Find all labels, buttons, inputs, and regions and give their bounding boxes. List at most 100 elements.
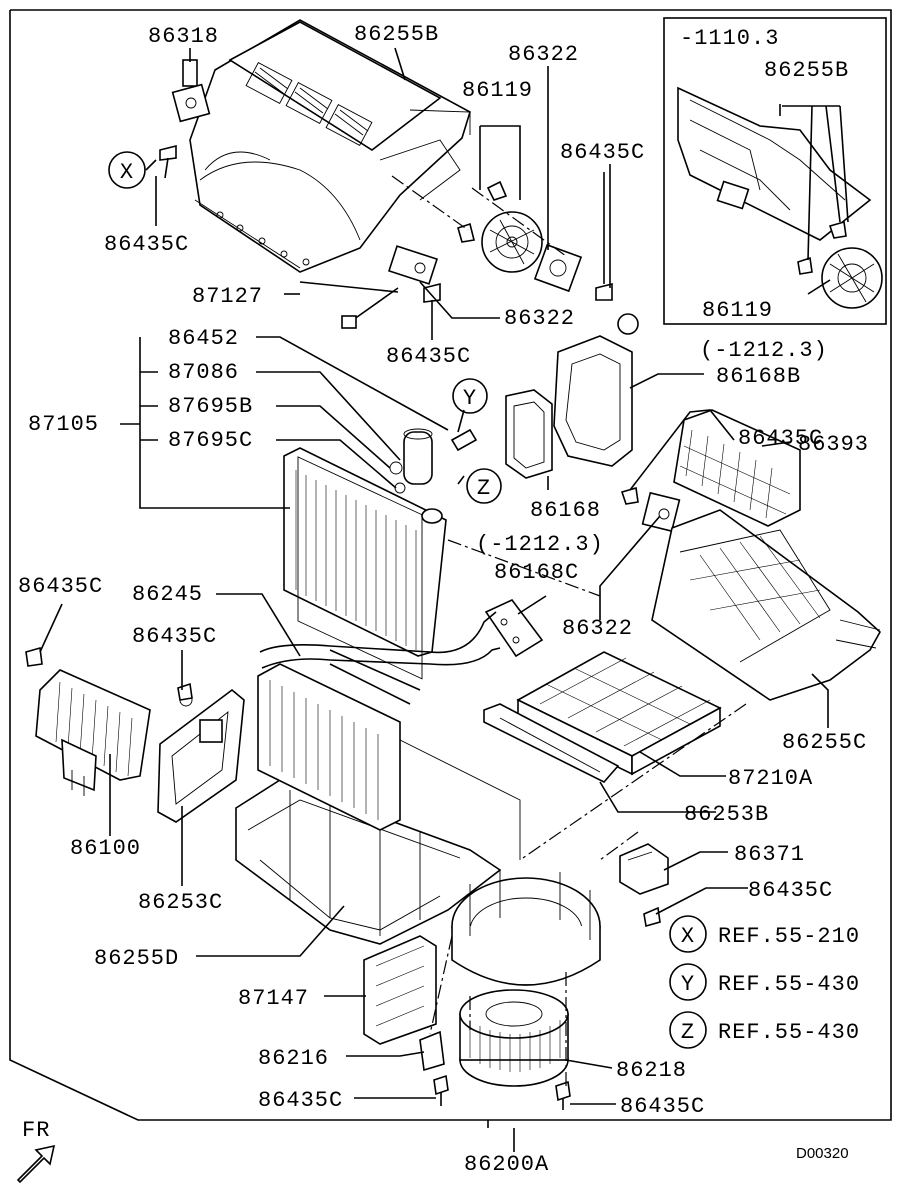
blower-housing bbox=[451, 870, 601, 986]
label-range-1: (-1212.3) bbox=[700, 338, 828, 363]
label-86435C-h: 86435C bbox=[258, 1088, 343, 1113]
resistor-86371 bbox=[619, 843, 669, 895]
ref-row-x: X REF.55-210 bbox=[669, 915, 860, 953]
leader-lines bbox=[39, 47, 849, 1152]
inset-labels: -1110.3 86255B 86119 bbox=[680, 26, 849, 323]
heater-core-86100 bbox=[35, 669, 151, 796]
inset-label-86119: 86119 bbox=[702, 298, 773, 323]
gasket-86168B bbox=[553, 313, 639, 467]
callout-z: Z bbox=[466, 468, 502, 504]
label-86119: 86119 bbox=[462, 78, 533, 103]
bracket-86216 bbox=[419, 1030, 445, 1072]
label-87695B: 87695B bbox=[168, 394, 253, 419]
label-86253C: 86253C bbox=[138, 890, 223, 915]
label-86322-c: 86322 bbox=[562, 616, 633, 641]
inset-label-86255B: 86255B bbox=[764, 58, 849, 83]
screw-86435C-a bbox=[159, 144, 177, 179]
assembly-lines bbox=[391, 175, 747, 1086]
label-87210A: 87210A bbox=[728, 766, 813, 791]
inset-box bbox=[663, 17, 887, 325]
filter-87210A bbox=[516, 651, 722, 776]
label-range-2: (-1212.3) bbox=[476, 532, 604, 557]
label-86435C-b: 86435C bbox=[104, 232, 189, 257]
screw-86435C-b bbox=[595, 172, 613, 301]
lower-case-86255D bbox=[235, 779, 502, 945]
actuator-86318 bbox=[171, 59, 211, 123]
evaporator-87105 bbox=[283, 447, 447, 680]
svg-text:FR: FR bbox=[22, 1118, 50, 1143]
label-86168B: 86168B bbox=[716, 364, 801, 389]
svg-text:Z: Z bbox=[477, 476, 491, 501]
label-86435C-g: 86435C bbox=[748, 878, 833, 903]
ref-row-y: Y REF.55-430 bbox=[669, 963, 860, 1001]
heater-grille bbox=[257, 663, 521, 860]
label-86393: 86393 bbox=[798, 432, 869, 457]
module-87147 bbox=[363, 935, 437, 1045]
ref-legend: X REF.55-210 Y REF.55-430 Z REF.55-430 bbox=[669, 915, 860, 1049]
part-labels: 86318 86255B 86322 86119 86435C 86435C 8… bbox=[18, 22, 869, 1177]
intake-case-86255B bbox=[189, 19, 471, 273]
label-86216: 86216 bbox=[258, 1046, 329, 1071]
inset-range: -1110.3 bbox=[680, 26, 779, 51]
diagram-code: D00320 bbox=[796, 1145, 849, 1162]
svg-text:REF.55-210: REF.55-210 bbox=[718, 924, 860, 949]
callout-y: Y bbox=[452, 378, 488, 414]
svg-text:X: X bbox=[681, 924, 695, 949]
label-87695C: 87695C bbox=[168, 428, 253, 453]
label-86318: 86318 bbox=[148, 24, 219, 49]
pipes-86245 bbox=[259, 611, 501, 705]
ref-row-z: Z REF.55-430 bbox=[669, 1011, 860, 1049]
label-86435C-d: 86435C bbox=[738, 426, 823, 451]
seal-86168 bbox=[505, 389, 553, 479]
label-86322-b: 86322 bbox=[504, 306, 575, 331]
label-87147: 87147 bbox=[238, 986, 309, 1011]
label-86168: 86168 bbox=[530, 498, 601, 523]
callout-x: X bbox=[108, 151, 146, 189]
link-86119 bbox=[457, 180, 543, 273]
label-86255C: 86255C bbox=[782, 730, 867, 755]
inset-case bbox=[677, 86, 883, 309]
motor-86322-c bbox=[620, 486, 681, 533]
label-87086: 87086 bbox=[168, 360, 239, 385]
label-86435C-e: 86435C bbox=[18, 574, 103, 599]
label-86255B: 86255B bbox=[354, 22, 439, 47]
label-86452: 86452 bbox=[168, 326, 239, 351]
front-direction-arrow: FR bbox=[16, 1118, 56, 1184]
svg-text:Z: Z bbox=[681, 1020, 695, 1045]
blower-fan-86218 bbox=[459, 989, 569, 1087]
expansion-valve-86452 bbox=[403, 428, 478, 485]
label-86253B: 86253B bbox=[684, 802, 769, 827]
label-86200A: 86200A bbox=[464, 1152, 549, 1177]
label-87127: 87127 bbox=[192, 284, 263, 309]
intake-housing-86255C bbox=[651, 509, 882, 701]
screw-86435C-i bbox=[555, 1080, 571, 1110]
label-86435C-i: 86435C bbox=[620, 1094, 705, 1119]
label-86371: 86371 bbox=[734, 842, 805, 867]
label-86322-a: 86322 bbox=[508, 42, 579, 67]
svg-text:REF.55-430: REF.55-430 bbox=[718, 1020, 860, 1045]
motor-86322-a bbox=[533, 243, 583, 293]
label-86435C-c: 86435C bbox=[386, 344, 471, 369]
label-86168C: 86168C bbox=[494, 560, 579, 585]
svg-text:Y: Y bbox=[681, 972, 695, 997]
label-86245: 86245 bbox=[132, 582, 203, 607]
label-86218: 86218 bbox=[616, 1058, 687, 1083]
tray-86253B bbox=[483, 703, 620, 783]
label-86435C-a: 86435C bbox=[560, 140, 645, 165]
svg-text:X: X bbox=[120, 160, 134, 185]
screw-86435C-e bbox=[25, 646, 43, 667]
label-86435C-f: 86435C bbox=[132, 624, 217, 649]
label-86100: 86100 bbox=[70, 836, 141, 861]
motor-86322-b bbox=[388, 245, 438, 285]
rod-87127 bbox=[299, 281, 399, 329]
screw-86435C-c bbox=[423, 282, 441, 340]
label-87105: 87105 bbox=[28, 412, 99, 437]
frame-outline bbox=[9, 9, 892, 1121]
screw-86435C-g bbox=[643, 906, 661, 928]
block-86168C bbox=[484, 599, 544, 658]
screw-86435C-h bbox=[433, 1074, 449, 1106]
cover-86393 bbox=[673, 409, 801, 527]
svg-text:Y: Y bbox=[463, 386, 477, 411]
svg-text:REF.55-430: REF.55-430 bbox=[718, 972, 860, 997]
